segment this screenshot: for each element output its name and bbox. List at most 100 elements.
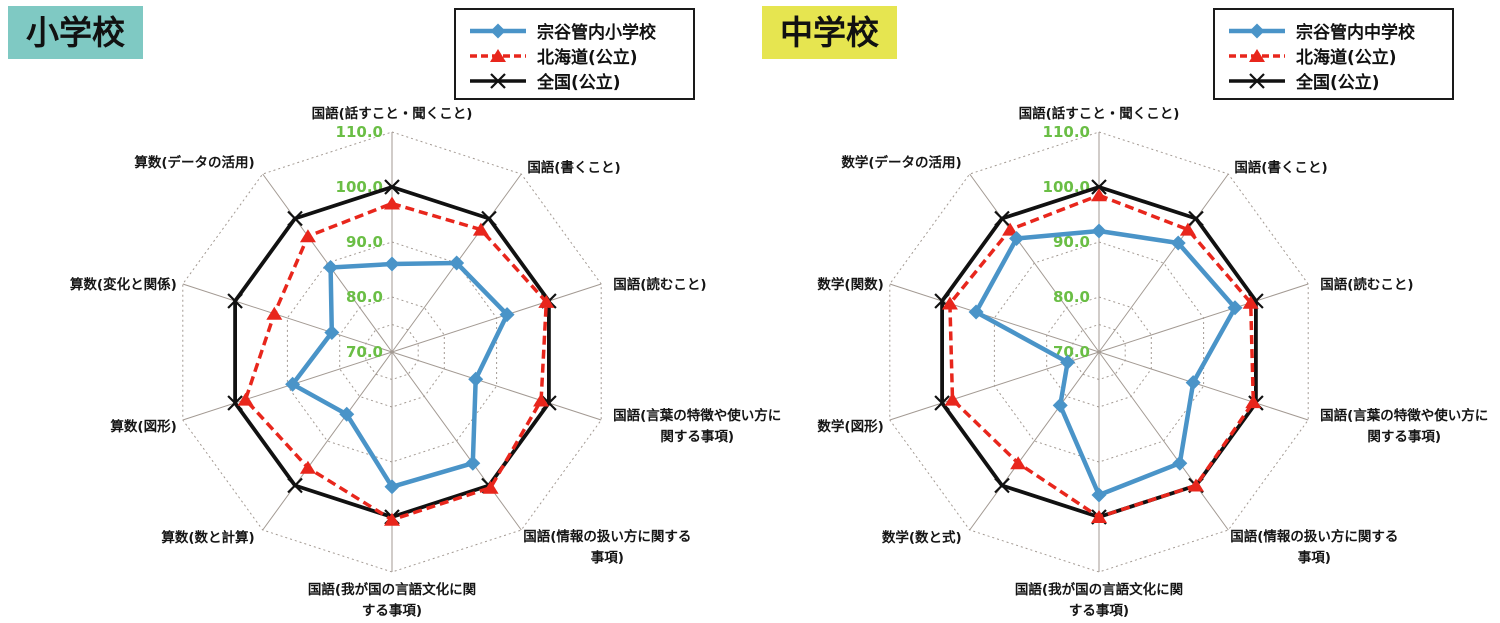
marker-x-icon: [541, 395, 557, 411]
radial-tick-label: 110.0: [1043, 123, 1090, 141]
marker-triangle-icon: [1249, 48, 1265, 62]
legend-label: 全国(公立): [537, 73, 621, 93]
axis-label: 国語(読むこと): [1320, 276, 1413, 293]
marker-triangle-icon: [941, 296, 958, 310]
legend-label: 北海道(公立): [537, 48, 638, 68]
marker-diamond-icon: [323, 259, 339, 275]
axis-label: 国語(情報の扱い方に関する事項): [1230, 528, 1398, 566]
marker-diamond-icon: [1170, 235, 1186, 251]
marker-diamond-icon: [1091, 223, 1107, 239]
axis-label: 数学(数と式): [882, 529, 962, 546]
grid-ring: [339, 296, 445, 408]
marker-diamond-icon: [1227, 300, 1243, 316]
legend-label: 全国(公立): [1296, 73, 1380, 93]
marker-diamond-icon: [1172, 455, 1188, 471]
marker-x-icon: [994, 210, 1010, 227]
marker-x-icon: [934, 395, 950, 411]
marker-triangle-icon: [1179, 222, 1196, 236]
axis-label: 国語(我が国の言語文化に関する事項): [308, 581, 476, 619]
axis-label: 算数(図形): [110, 418, 176, 435]
marker-x-icon: [481, 210, 497, 227]
axis-label: 数学(図形): [817, 418, 883, 435]
legend-item: 全国(公立): [1227, 68, 1440, 93]
axis-label: 国語(話すこと・聞くこと): [312, 105, 473, 122]
marker-triangle-icon: [1187, 478, 1204, 492]
marker-triangle-icon: [1091, 188, 1107, 202]
marker-x-icon: [994, 477, 1010, 494]
grid-ring: [889, 131, 1309, 573]
axis-label: 国語(言葉の特徴や使い方に関する事項): [613, 407, 781, 445]
radial-tick-label: 90.0: [1053, 233, 1090, 251]
marker-diamond-icon: [1009, 231, 1025, 247]
grid-spoke: [889, 283, 1100, 353]
marker-x-icon: [227, 293, 243, 309]
grid-ring: [182, 131, 602, 573]
marker-triangle-icon: [1002, 222, 1019, 236]
legend-label: 宗谷管内小学校: [537, 23, 656, 43]
axis-label: 数学(関数): [817, 276, 883, 293]
grid-ring: [365, 323, 419, 381]
marker-x-icon: [287, 210, 303, 227]
axis-label: 国語(書くこと): [527, 159, 620, 176]
legend-item: 北海道(公立): [468, 43, 681, 68]
marker-triangle-icon: [266, 306, 283, 320]
marker-x-icon: [384, 179, 400, 195]
marker-triangle-icon: [533, 393, 550, 407]
series-line-triangle: [243, 201, 549, 522]
radial-tick-label: 70.0: [346, 343, 383, 361]
marker-triangle-icon: [538, 294, 555, 308]
radial-tick-label: 100.0: [1043, 178, 1090, 196]
axis-label: 数学(データの活用): [841, 154, 961, 171]
legend-junior-high: 宗谷管内中学校 北海道(公立) 全国(公立): [1213, 8, 1454, 100]
axis-label: 国語(我が国の言語文化に関する事項): [1015, 581, 1183, 619]
marker-x-icon: [287, 477, 303, 494]
title-badge-junior-high: 中学校: [762, 6, 897, 60]
legend-marker-triangle-icon: [1229, 48, 1285, 62]
grid-spoke: [1098, 173, 1229, 353]
marker-diamond-icon: [285, 376, 301, 392]
title-badge-elementary: 小学校: [8, 6, 143, 60]
marker-diamond-icon: [339, 406, 355, 422]
legend-label: 北海道(公立): [1296, 48, 1397, 68]
series-line-diamond: [973, 228, 1238, 498]
radar-chart-elementary: 110.0100.090.080.070.0国語(話すこと・聞くこと)国語(書く…: [70, 105, 781, 619]
marker-diamond-icon: [1060, 354, 1076, 370]
legend-item: 宗谷管内中学校: [1227, 18, 1440, 43]
grid-spoke: [1098, 351, 1309, 421]
marker-x-icon: [490, 72, 506, 89]
marker-diamond-icon: [324, 324, 340, 340]
legend-marker-diamond-icon: [470, 23, 526, 38]
axis-label: 国語(読むこと): [613, 276, 706, 293]
marker-x-icon: [227, 395, 243, 411]
radial-tick-label: 70.0: [1053, 343, 1090, 361]
marker-triangle-icon: [299, 229, 316, 243]
legend-marker-triangle-icon: [470, 48, 526, 62]
marker-triangle-icon: [1010, 456, 1027, 470]
marker-triangle-icon: [384, 196, 400, 210]
marker-diamond-icon: [384, 479, 400, 495]
marker-triangle-icon: [384, 512, 400, 526]
marker-diamond-icon: [465, 455, 481, 471]
axis-label: 算数(データの活用): [134, 154, 254, 171]
legend-label: 宗谷管内中学校: [1296, 23, 1415, 43]
marker-x-icon: [1091, 179, 1107, 195]
marker-x-icon: [1249, 72, 1265, 89]
legend-item: 全国(公立): [468, 68, 681, 93]
grid-ring: [1046, 296, 1152, 408]
marker-triangle-icon: [482, 480, 499, 494]
grid-spoke: [969, 351, 1100, 531]
marker-triangle-icon: [237, 392, 254, 406]
marker-diamond-icon: [449, 255, 465, 271]
axis-label: 国語(言葉の特徴や使い方に関する事項): [1320, 407, 1488, 445]
axis-label: 国語(話すこと・聞くこと): [1019, 105, 1180, 122]
radial-tick-label: 100.0: [336, 178, 383, 196]
marker-x-icon: [1188, 210, 1204, 227]
radial-tick-label: 90.0: [346, 233, 383, 251]
marker-triangle-icon: [1242, 295, 1259, 309]
marker-triangle-icon: [299, 460, 316, 474]
axis-label: 算数(数と計算): [161, 529, 254, 546]
legend-item: 北海道(公立): [1227, 43, 1440, 68]
marker-diamond-icon: [499, 307, 515, 323]
grid-spoke: [262, 351, 393, 531]
